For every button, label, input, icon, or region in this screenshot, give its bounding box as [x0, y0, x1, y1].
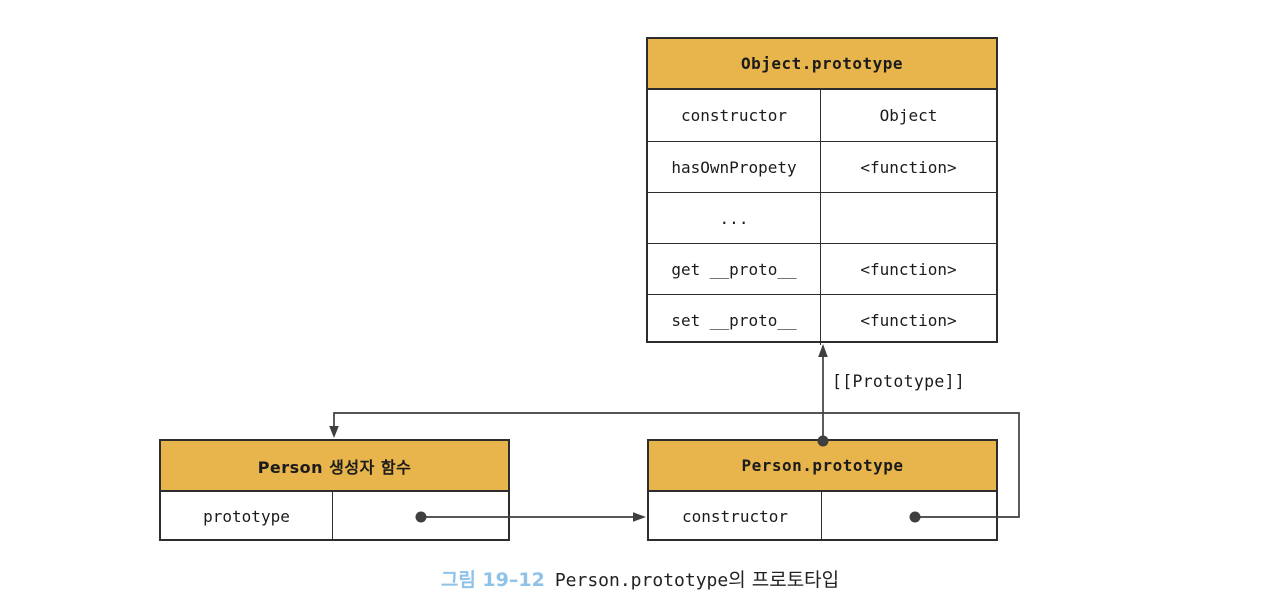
property-value: <function>: [860, 259, 957, 279]
property-value: [822, 492, 996, 541]
prototype-link-label: [[Prototype]]: [832, 372, 966, 391]
table-row: constructor: [649, 492, 996, 541]
property-key: constructor: [649, 492, 822, 541]
table-row: get __proto__ <function>: [648, 243, 996, 294]
property-key: hasOwnPropety: [648, 142, 821, 192]
table-row: constructor Object: [648, 90, 996, 141]
figure-caption: 그림 19–12 Person.prototype의 프로토타입: [441, 567, 839, 594]
table-row: prototype: [161, 492, 508, 541]
person-prototype-table: Person.prototype constructor: [647, 439, 998, 541]
caption-code-text: Person.prototype: [554, 570, 729, 591]
property-key: get __proto__: [648, 244, 821, 294]
person-constructor-table: Person 생성자 함수 prototype: [159, 439, 510, 541]
property-key: prototype: [161, 492, 333, 541]
person-constructor-table-title: Person 생성자 함수: [161, 441, 508, 492]
table-row: ...: [648, 192, 996, 243]
object-prototype-table: Object.prototype constructor Object hasO…: [646, 37, 998, 345]
property-key: constructor: [648, 90, 821, 141]
arrowhead-down: [329, 426, 339, 438]
property-key: set __proto__: [648, 295, 821, 345]
caption-suffix-text: 의 프로토타입: [728, 569, 840, 591]
prototype-link-arrow: [817, 344, 829, 447]
property-value: <function>: [860, 157, 957, 177]
figure-number: 그림 19–12: [440, 569, 545, 591]
property-key: ...: [648, 193, 821, 243]
property-value: Object: [879, 106, 938, 125]
property-value: <function>: [860, 310, 957, 330]
table-row: set __proto__ <function>: [648, 294, 996, 345]
person-prototype-table-title: Person.prototype: [649, 441, 996, 492]
arrowhead-right: [633, 512, 646, 522]
arrowhead-up: [818, 344, 828, 357]
property-value: [333, 492, 508, 541]
table-row: hasOwnPropety <function>: [648, 141, 996, 192]
property-value: [821, 193, 996, 243]
object-prototype-table-title: Object.prototype: [648, 39, 996, 90]
